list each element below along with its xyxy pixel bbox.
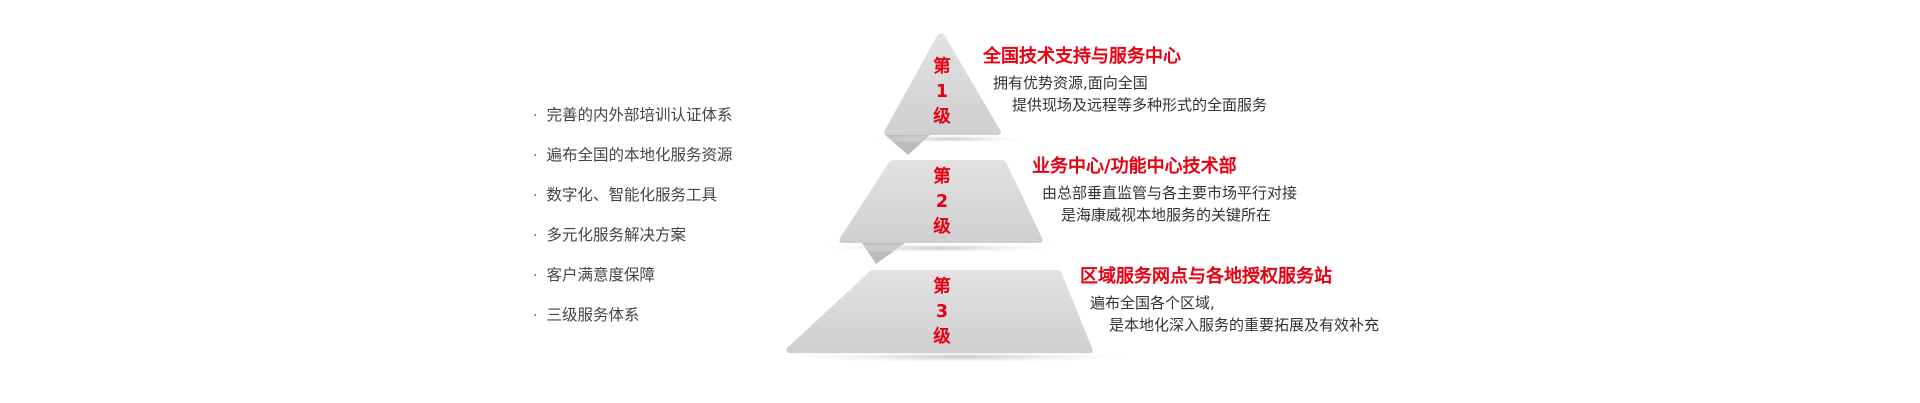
feature-item: · 客户满意度保障 [533, 260, 732, 300]
feature-list: · 完善的内外部培训认证体系 · 遍布全国的本地化服务资源 · 数字化、智能化服务工具… [533, 100, 732, 340]
tier-1-label-bottom: 级 [933, 107, 951, 127]
tier-2-label-bottom: 级 [933, 217, 951, 237]
tier-3-shape [770, 270, 1150, 363]
tier-2-title: 业务中心/功能中心技术部 [1032, 156, 1237, 177]
feature-item: · 完善的内外部培训认证体系 [533, 100, 732, 140]
tier-2-shadow [810, 243, 1070, 253]
tier-1-triangle [884, 33, 1001, 135]
tier-2-shape [810, 160, 1070, 264]
tier-1-title: 全国技术支持与服务中心 [983, 46, 1181, 67]
feature-item: · 多元化服务解决方案 [533, 220, 732, 260]
tier-1-shadow [865, 135, 1035, 143]
tier-2-description: 业务中心/功能中心技术部 由总部垂直监管与各主要市场平行对接 是海康威视本地服务… [1032, 154, 1297, 226]
tier-3-label-bottom: 级 [933, 327, 951, 347]
tier-1-shape [865, 33, 1035, 155]
tier-1-description: 全国技术支持与服务中心 拥有优势资源,面向全国 提供现场及远程等多种形式的全面服… [983, 44, 1267, 116]
bullet-dot-icon: · [533, 308, 538, 324]
tier-1-label-top: 第 [933, 57, 951, 77]
tier-2-line-2: 是海康威视本地服务的关键所在 [1061, 206, 1272, 224]
tier-1-line-2: 提供现场及远程等多种形式的全面服务 [1012, 96, 1268, 114]
tier-3-line-2: 是本地化深入服务的重要拓展及有效补充 [1109, 316, 1380, 334]
feature-text: 三级服务体系 [546, 306, 640, 324]
feature-item: · 遍布全国的本地化服务资源 [533, 140, 732, 180]
tier-2-trapezoid [839, 160, 1043, 243]
tier-3-label: 第 3 级 [922, 275, 962, 350]
feature-text: 多元化服务解决方案 [546, 226, 686, 244]
feature-text: 客户满意度保障 [546, 266, 655, 284]
bullet-dot-icon: · [533, 228, 538, 244]
tier-3-title: 区域服务网点与各地授权服务站 [1080, 266, 1332, 287]
bullet-dot-icon: · [533, 268, 538, 284]
feature-item: · 三级服务体系 [533, 300, 732, 340]
tier-3-trapezoid [786, 270, 1093, 353]
tier-3-label-top: 第 [933, 277, 951, 297]
tier-3-description: 区域服务网点与各地授权服务站 遍布全国各个区域, 是本地化深入服务的重要拓展及有… [1080, 264, 1379, 336]
tier-1-line-1: 拥有优势资源,面向全国 [993, 74, 1148, 92]
feature-text: 遍布全国的本地化服务资源 [546, 146, 733, 164]
tier-1-label: 第 1 级 [922, 55, 962, 130]
bullet-dot-icon: · [533, 108, 538, 124]
tier-2-label-num: 2 [935, 192, 949, 212]
tier-3-label-num: 3 [935, 302, 949, 322]
feature-text: 完善的内外部培训认证体系 [546, 106, 733, 124]
feature-text: 数字化、智能化服务工具 [546, 186, 717, 204]
tier-2-label: 第 2 级 [922, 165, 962, 240]
tier-3-line-1: 遍布全国各个区域, [1090, 294, 1215, 312]
bullet-dot-icon: · [533, 148, 538, 164]
tier-1-label-num: 1 [935, 82, 949, 102]
tier-2-line-1: 由总部垂直监管与各主要市场平行对接 [1042, 184, 1298, 202]
tier-3-shadow [770, 351, 1150, 363]
bullet-dot-icon: · [533, 188, 538, 204]
feature-item: · 数字化、智能化服务工具 [533, 180, 732, 220]
tier-2-label-top: 第 [933, 167, 951, 187]
